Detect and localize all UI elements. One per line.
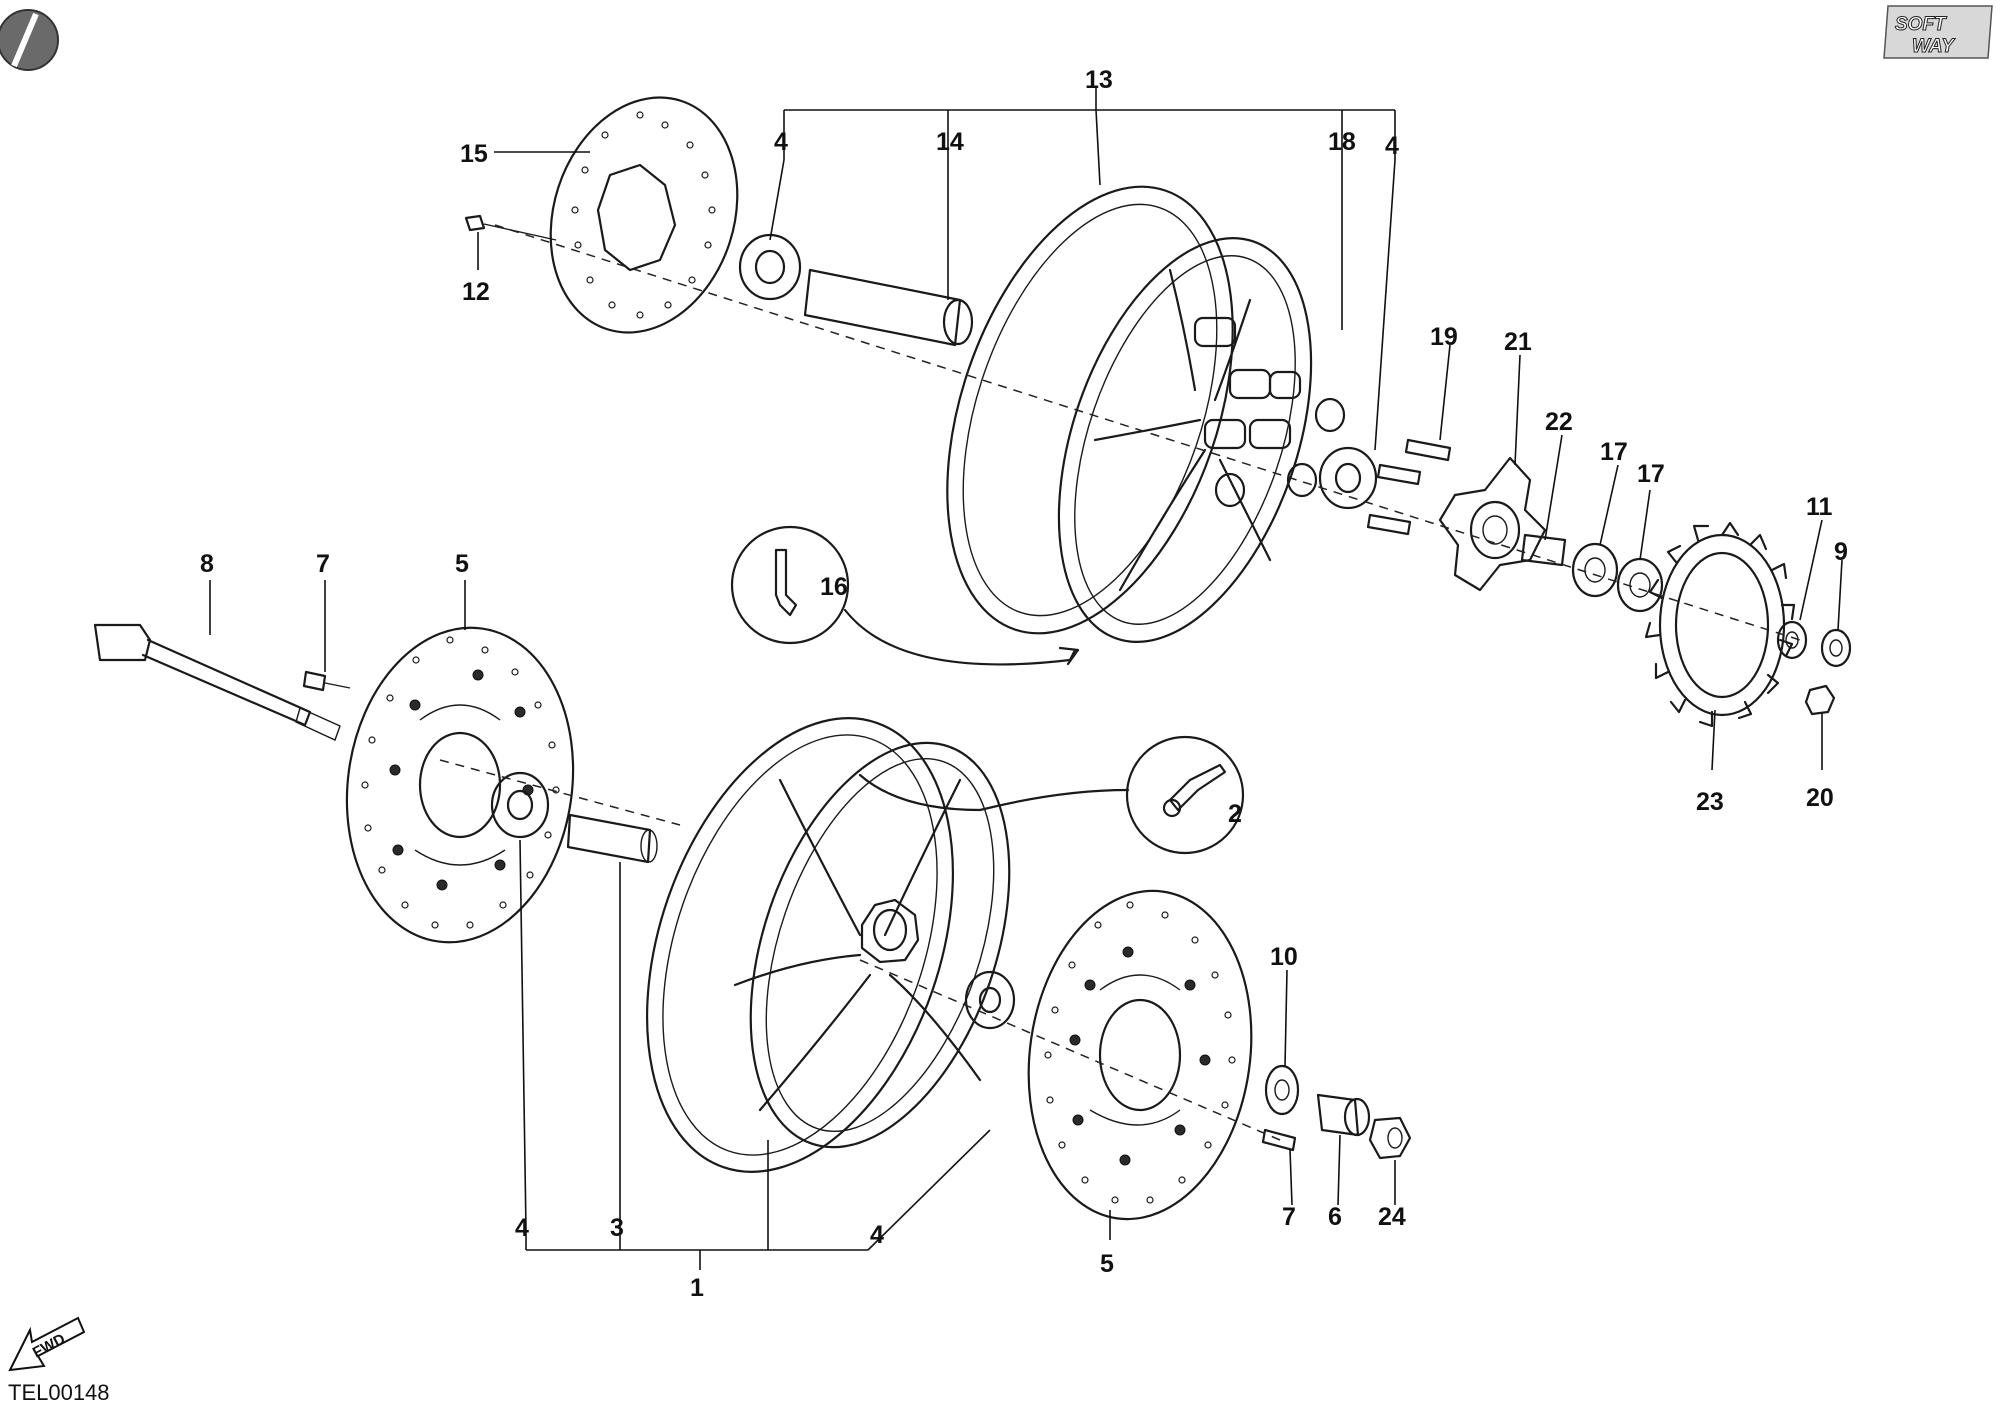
softway-logo: SOFT WAY: [1883, 5, 1993, 59]
callout-10: 10: [1270, 943, 1298, 971]
front-brake-disc-right: [1027, 889, 1253, 1221]
callout-6: 6: [1328, 1203, 1342, 1231]
callout-1: 1: [690, 1274, 704, 1302]
front-washer: [1264, 1064, 1300, 1116]
callout-22: 22: [1545, 408, 1573, 436]
axis-lines: [439, 224, 1801, 1141]
callout-7-top: 7: [316, 550, 330, 578]
rear-wheel-rim: [946, 185, 1346, 643]
rear-studs: [1366, 438, 1452, 536]
callout-17-a: 17: [1600, 438, 1628, 466]
callout-9: 9: [1834, 538, 1848, 566]
front-hub-flange: [860, 898, 920, 964]
carrier-bearings: [1571, 542, 1664, 613]
callout-16: 16: [820, 573, 848, 601]
callout-2: 2: [1228, 800, 1242, 828]
callout-24: 24: [1378, 1203, 1406, 1231]
callout-21: 21: [1504, 328, 1532, 356]
rear-valve-inset: [730, 525, 1080, 666]
valve-stem-icon: [858, 735, 1245, 855]
front-nut-sleeve: [1316, 1093, 1371, 1137]
callout-4-front-right: 4: [870, 1221, 884, 1249]
rear-sprocket: [1644, 521, 1796, 728]
rear-brake-disc: [549, 96, 739, 334]
front-disc-bolt-right: [1261, 1128, 1297, 1152]
callout-17-b: 17: [1637, 460, 1665, 488]
rear-disc-bolt: [464, 214, 557, 241]
callout-13: 13: [1085, 66, 1113, 94]
leader-lines: [209, 88, 1843, 1270]
front-disc-bolt-left: [302, 670, 351, 692]
front-spacer: [566, 813, 658, 864]
front-brake-disc-left: [345, 626, 575, 944]
front-bearing-left: [490, 771, 550, 839]
callout-5-bottom: 5: [1100, 1250, 1114, 1278]
logo-text-way: WAY: [1912, 36, 1956, 57]
sprocket-carrier: [1438, 456, 1547, 592]
front-wheel-rim: [646, 717, 1011, 1173]
callout-15: 15: [460, 140, 488, 168]
disc-logo-icon: [0, 9, 59, 71]
callout-18: 18: [1328, 128, 1356, 156]
callout-19: 19: [1430, 323, 1458, 351]
callout-12: 12: [462, 278, 490, 306]
front-bearing-right: [964, 970, 1016, 1030]
callout-20: 20: [1806, 784, 1834, 812]
rear-bearing-left: [738, 233, 802, 301]
callout-23: 23: [1696, 788, 1724, 816]
callout-11: 11: [1806, 493, 1833, 521]
rear-spacer-tube: [803, 268, 974, 347]
sprocket-nut: [1804, 684, 1836, 716]
logo-text-soft: SOFT: [1895, 14, 1947, 35]
callout-14: 14: [936, 128, 964, 156]
callout-4-rear-left: 4: [774, 128, 788, 156]
callout-4-front-left: 4: [515, 1214, 529, 1242]
callout-8: 8: [200, 550, 214, 578]
callout-7-bottom: 7: [1282, 1203, 1296, 1231]
drawing-code: TEL00148: [8, 1380, 110, 1405]
fwd-arrow-icon: FWD: [8, 1316, 86, 1372]
rear-bearing-right: [1318, 446, 1378, 510]
callout-5-top: 5: [455, 550, 469, 578]
carrier-spacer: [1520, 533, 1567, 567]
callout-4-rear-right: 4: [1385, 132, 1399, 160]
front-axle: [93, 623, 341, 741]
callout-labels: 13 4 14 18 4 15 12 19 21 22 17 17 11 9 1…: [200, 66, 1848, 1302]
callout-3: 3: [610, 1214, 624, 1242]
front-axle-nut: [1368, 1116, 1412, 1160]
